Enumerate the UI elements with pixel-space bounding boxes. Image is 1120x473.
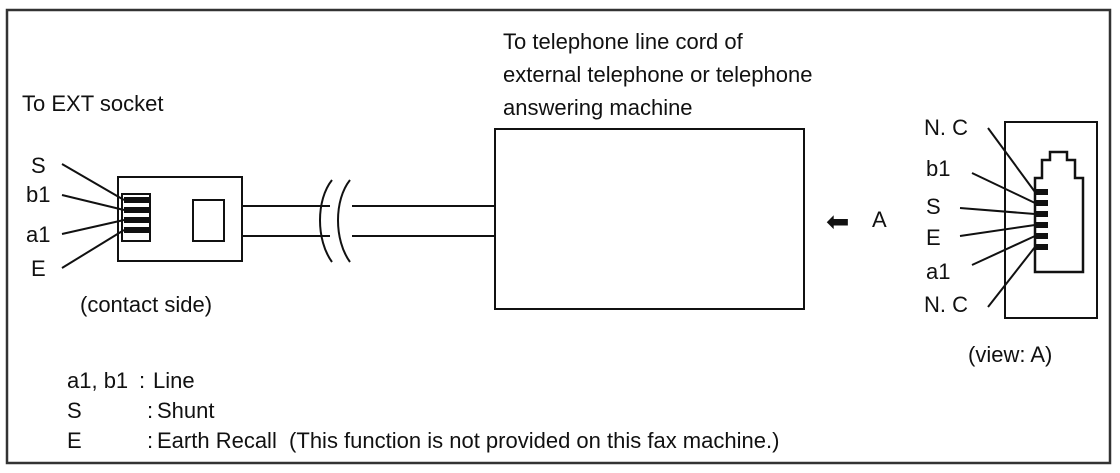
socket-contact — [1036, 244, 1048, 250]
leader-line-S-right — [959, 207, 1036, 215]
view-arrow-label: A — [872, 207, 887, 232]
view-arrow-icon: ⬅ — [826, 205, 850, 238]
device-caption-line-2: external telephone or telephone — [503, 62, 813, 87]
socket-body — [1004, 121, 1098, 319]
legend-description: Line — [153, 368, 195, 393]
leader-line-b1-right — [971, 172, 1036, 204]
left-pin-label-b1: b1 — [26, 182, 51, 207]
leader-line-b1 — [61, 194, 125, 211]
legend-separator: : — [147, 398, 154, 423]
cable-break — [337, 179, 351, 263]
leader-line-E — [61, 229, 125, 269]
plug-contact — [124, 197, 150, 203]
external-device-box — [494, 128, 805, 310]
legend-description: Earth Recall (This function is not provi… — [157, 428, 780, 453]
diagram-frame — [5, 8, 1112, 465]
view-a-caption: (view: A) — [968, 342, 1053, 367]
socket-contact — [1036, 200, 1048, 206]
leader-line-nc-bottom — [987, 246, 1036, 308]
plug-latch — [192, 199, 225, 242]
device-caption-line-1: To telephone line cord of — [503, 29, 743, 54]
legend-separator: : — [147, 428, 154, 453]
leader-line-S — [61, 163, 125, 201]
left-pin-label-S: S — [31, 153, 46, 178]
socket-contact — [1036, 189, 1048, 195]
socket-jack-opening — [1033, 150, 1085, 274]
plug-contact — [124, 227, 150, 233]
plug-contacts — [124, 197, 150, 233]
leader-line-E-right — [959, 224, 1036, 237]
leader-line-a1 — [61, 219, 125, 235]
plug-contact — [124, 217, 150, 223]
contact-side-caption: (contact side) — [80, 292, 213, 317]
socket-contact — [1036, 233, 1048, 239]
left-pin-label-E: E — [31, 256, 46, 281]
right-pin-label-nc-top: N. C — [924, 115, 968, 140]
socket-contact — [1036, 211, 1048, 217]
socket-contacts — [1036, 189, 1048, 250]
legend-key: S — [67, 398, 82, 423]
plug-body — [117, 176, 243, 262]
leader-line-a1-right — [971, 235, 1036, 266]
right-pin-label-E: E — [926, 225, 941, 250]
right-pin-label-nc-bottom: N. C — [924, 292, 968, 317]
device-caption-line-3: answering machine — [503, 95, 693, 120]
legend-key: a1, b1 — [67, 368, 129, 393]
plug-contact — [124, 207, 150, 213]
leader-line-nc-top — [987, 127, 1036, 193]
legend-separator: : — [139, 368, 146, 393]
legend-description: Shunt — [157, 398, 215, 423]
cable-break — [319, 179, 333, 263]
right-pin-label-S: S — [926, 194, 941, 219]
legend-key: E — [67, 428, 82, 453]
socket-contact — [1036, 222, 1048, 228]
ext-socket-title: To EXT socket — [22, 91, 164, 116]
right-pin-label-b1: b1 — [926, 156, 951, 181]
left-pin-label-a1: a1 — [26, 222, 51, 247]
right-pin-label-a1: a1 — [926, 259, 951, 284]
